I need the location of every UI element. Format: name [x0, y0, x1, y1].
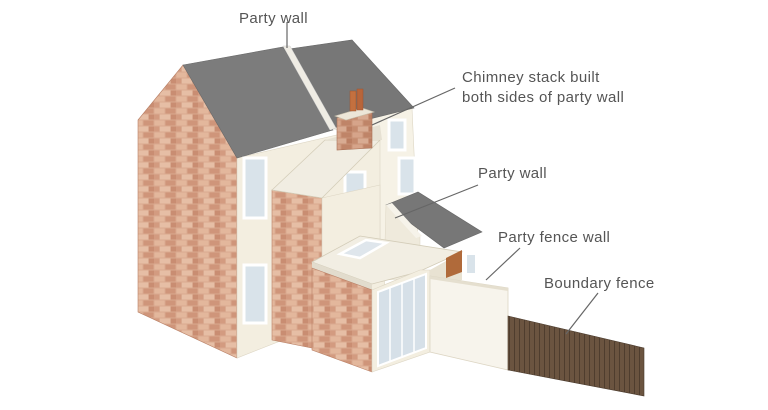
rear-extension-party-divide — [386, 203, 422, 238]
window-upper-left — [242, 156, 268, 220]
chimney-pot-left — [349, 90, 357, 112]
label-party-wall-middle: Party wall — [478, 165, 548, 182]
window-upper-right — [387, 118, 407, 152]
label-party-fence-wall: Party fence wall — [498, 229, 611, 246]
label-chimney-line1: Chimney stack built — [462, 69, 600, 86]
party-fence-wall-top — [430, 276, 508, 291]
boundary-fence — [507, 315, 645, 397]
leader-party-fence-wall — [485, 247, 521, 281]
window-lower-left — [242, 263, 268, 325]
rear-extension-roof — [385, 191, 483, 249]
label-chimney-line2: both sides of party wall — [462, 89, 625, 106]
label-party-wall-top: Party wall — [239, 10, 309, 27]
main-roof-left — [182, 46, 334, 159]
party-fence-wall — [429, 275, 509, 371]
window-right-middle — [397, 156, 417, 196]
roof-lantern — [336, 238, 390, 260]
extension-roof-edge — [312, 262, 372, 290]
neighbour-window — [465, 253, 477, 275]
neighbour-door-frame — [446, 250, 462, 278]
leader-chimney — [371, 87, 456, 126]
chimney-pot-right — [356, 88, 364, 111]
label-boundary-fence: Boundary fence — [544, 275, 655, 292]
leader-lines — [286, 22, 599, 335]
party-wall-roof-divide — [282, 45, 337, 131]
label-chimney-stack: Chimney stack built both sides of party … — [462, 68, 624, 108]
leader-party-wall-middle — [394, 184, 479, 219]
leader-boundary-fence — [565, 292, 599, 335]
